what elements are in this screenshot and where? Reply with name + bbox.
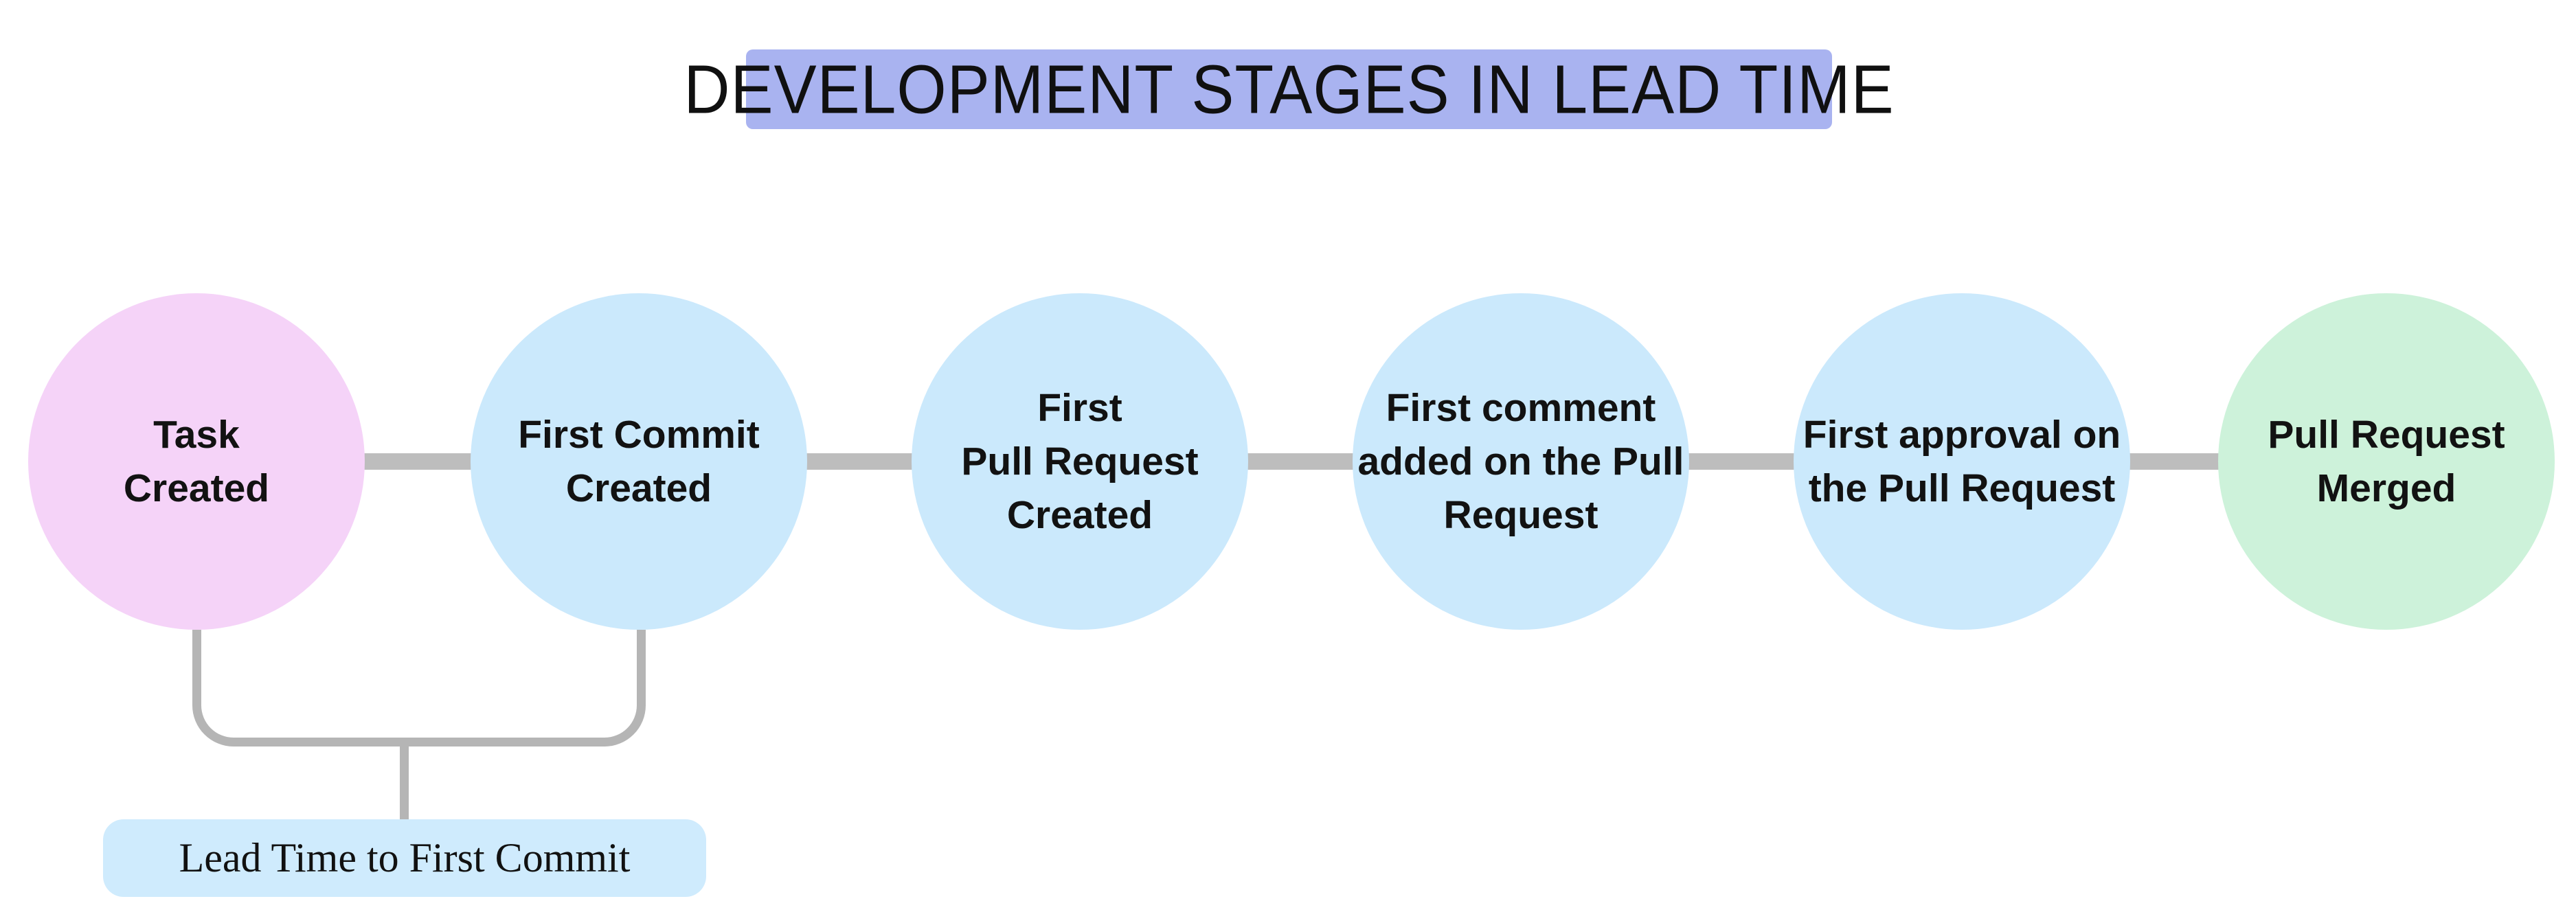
bracket bbox=[192, 630, 646, 747]
bracket-stem bbox=[400, 745, 409, 821]
annotation-box: Lead Time to First Commit bbox=[103, 819, 706, 897]
annotation-label: Lead Time to First Commit bbox=[179, 835, 631, 880]
page-title: DEVELOPMENT STAGES IN LEAD TIME bbox=[683, 50, 1895, 128]
title-box: DEVELOPMENT STAGES IN LEAD TIME bbox=[683, 49, 1894, 129]
